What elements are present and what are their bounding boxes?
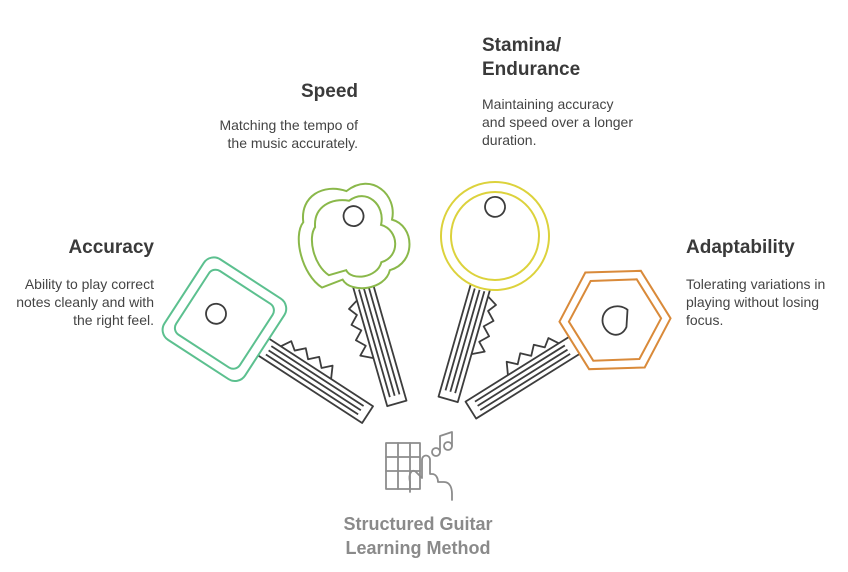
guitar-learning-icon <box>385 431 453 501</box>
adaptability-description: Tolerating variations in playing without… <box>686 276 826 328</box>
adaptability-title: Adaptability <box>686 237 795 258</box>
accuracy-key-head <box>161 256 288 383</box>
speed-title: Speed <box>300 81 358 102</box>
adaptability-key <box>464 269 672 420</box>
accuracy-description: Ability to play correct notes cleanly an… <box>16 276 154 328</box>
stamina-description: Maintaining accuracy and speed over a lo… <box>482 96 633 148</box>
stamina-key-head <box>440 181 550 291</box>
speed-description: Matching the tempo of the music accurate… <box>219 117 358 151</box>
speed-key <box>297 182 411 408</box>
stamina-title: Stamina/ Endurance <box>482 35 581 80</box>
center-title: Structured Guitar Learning Method <box>343 514 493 558</box>
speed-key-head <box>297 182 411 290</box>
accuracy-key <box>161 256 374 424</box>
stamina-key <box>437 181 550 404</box>
adaptability-key-head <box>558 269 672 371</box>
accuracy-title: Accuracy <box>68 237 154 258</box>
